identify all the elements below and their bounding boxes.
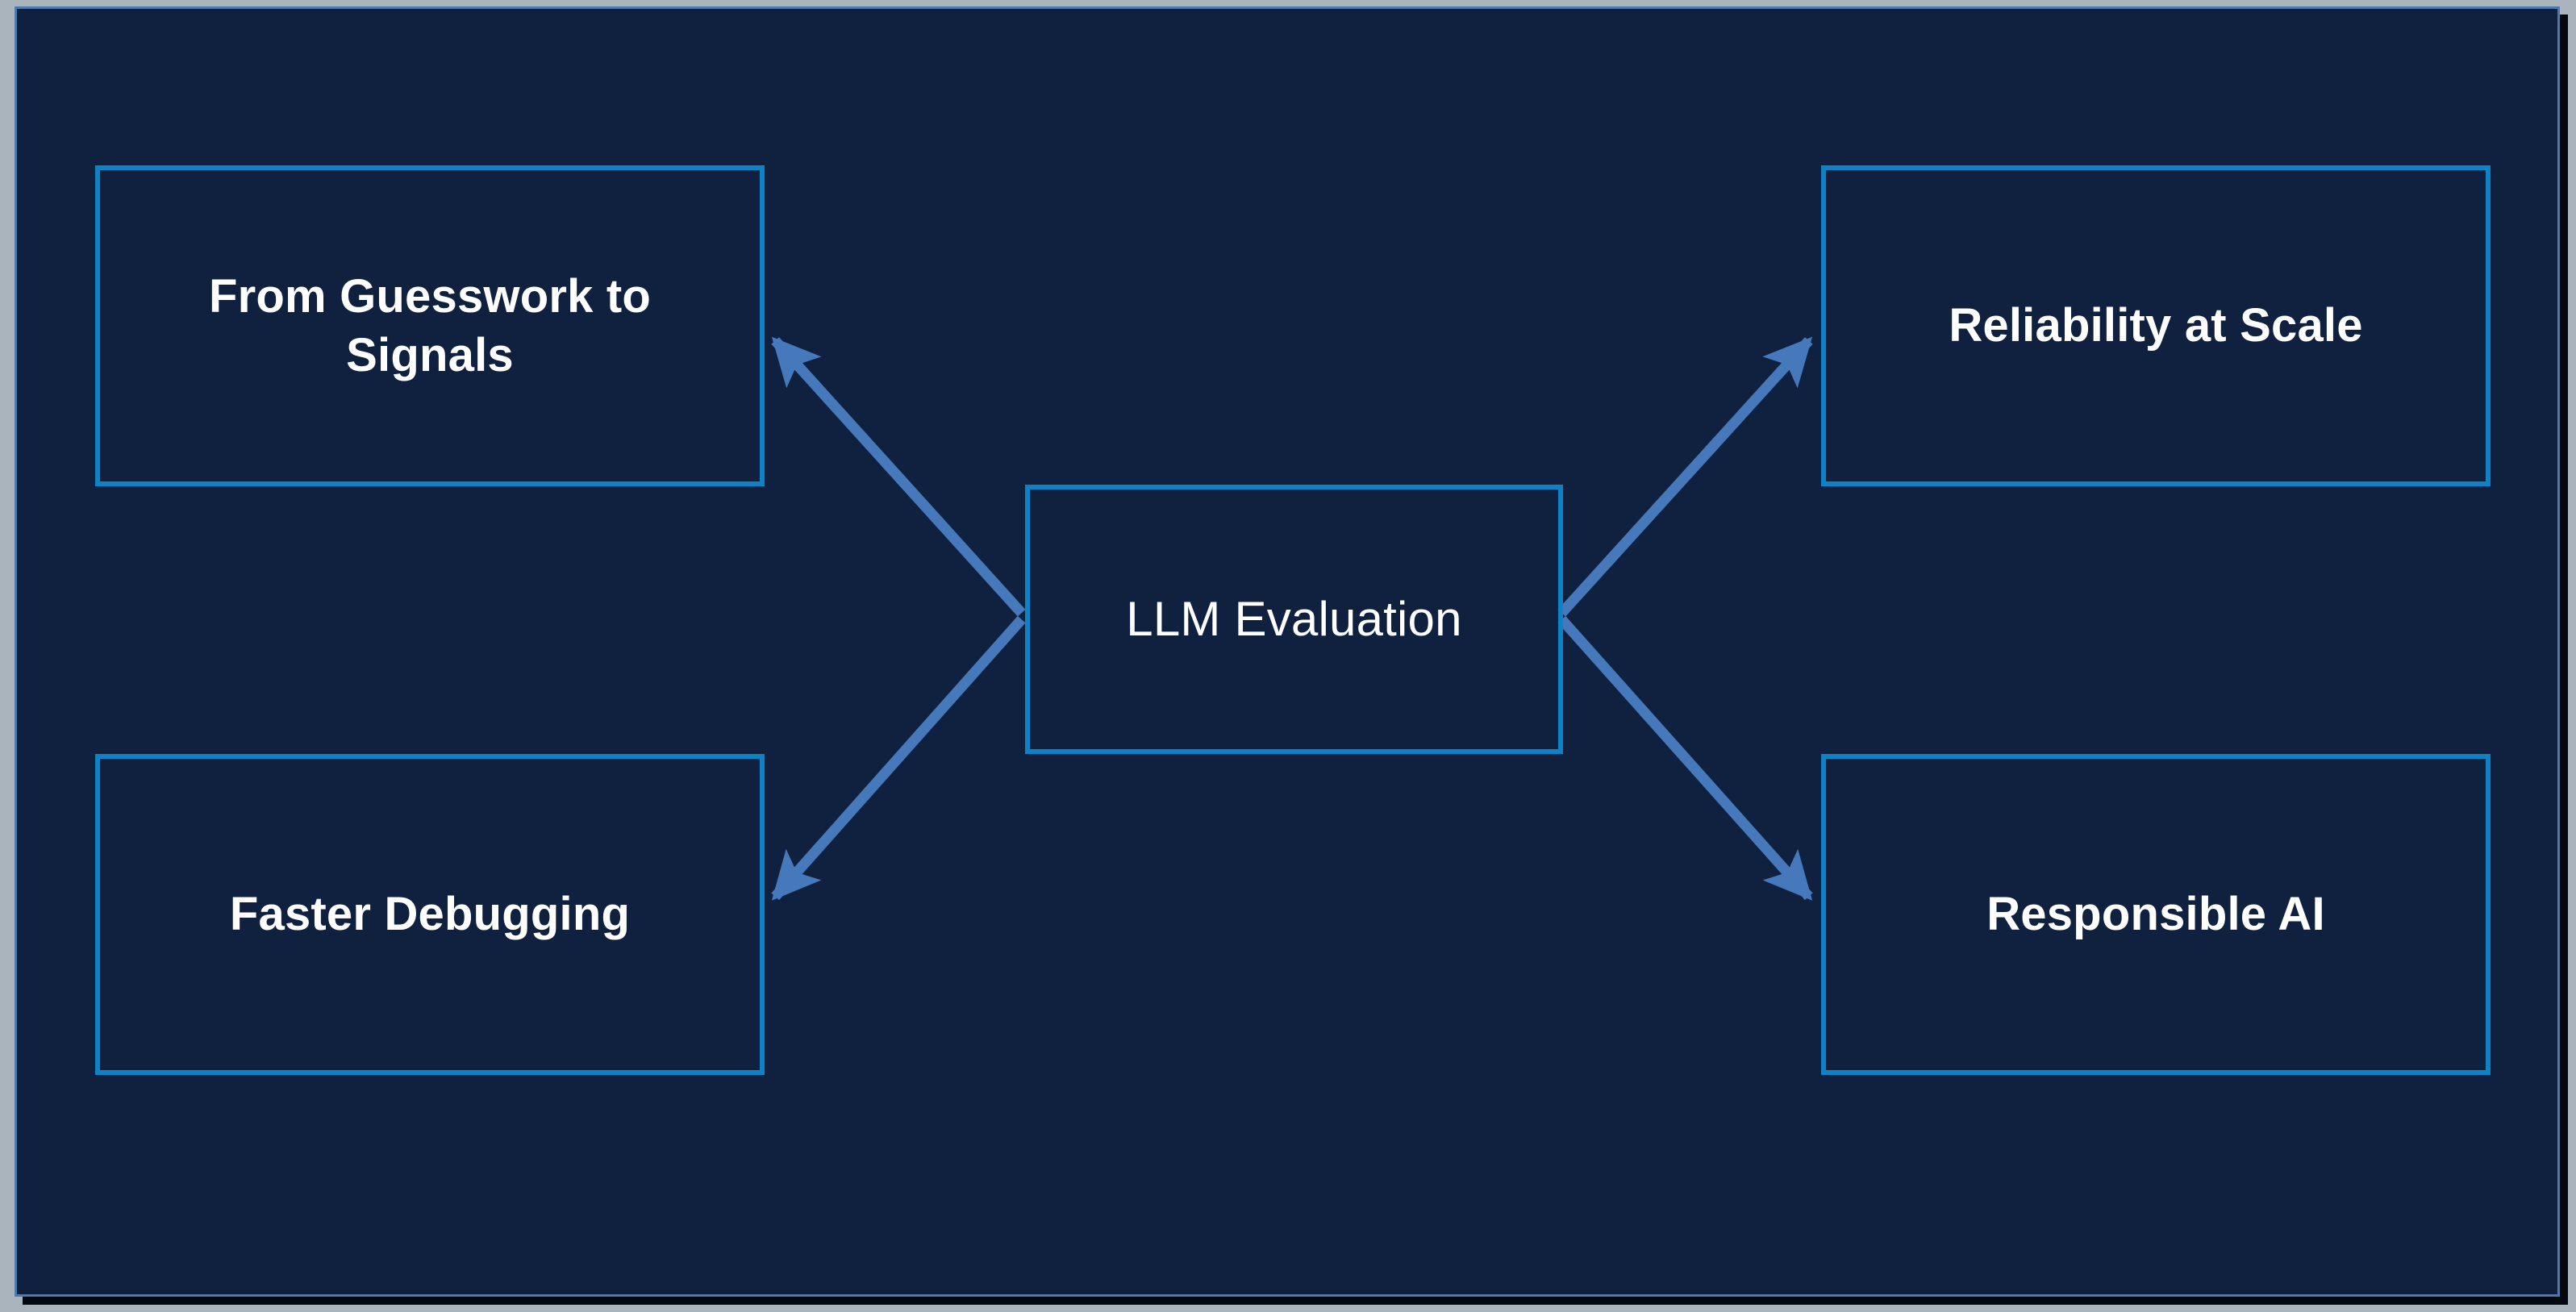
node-label: LLM Evaluation xyxy=(1126,592,1462,647)
node-label: From Guesswork to Signals xyxy=(208,269,652,381)
node-llm-evaluation[interactable]: LLM Evaluation xyxy=(1025,485,1563,754)
node-label: Faster Debugging xyxy=(229,888,631,941)
node-reliability-at-scale[interactable]: Reliability at Scale xyxy=(1821,165,2491,486)
arrow-center-to-responsible xyxy=(1557,615,1813,901)
node-faster-debugging[interactable]: Faster Debugging xyxy=(95,754,765,1075)
arrow-center-to-reliability xyxy=(1557,336,1813,617)
diagram-canvas: From Guesswork to Signals Faster Debuggi… xyxy=(15,6,2560,1297)
node-label: Reliability at Scale xyxy=(1949,299,2363,352)
node-from-guesswork-to-signals[interactable]: From Guesswork to Signals xyxy=(95,165,765,486)
arrow-center-to-debugging xyxy=(771,615,1026,901)
arrow-center-to-guesswork xyxy=(771,336,1026,617)
node-label: Responsible AI xyxy=(1986,888,2325,941)
node-responsible-ai[interactable]: Responsible AI xyxy=(1821,754,2491,1075)
